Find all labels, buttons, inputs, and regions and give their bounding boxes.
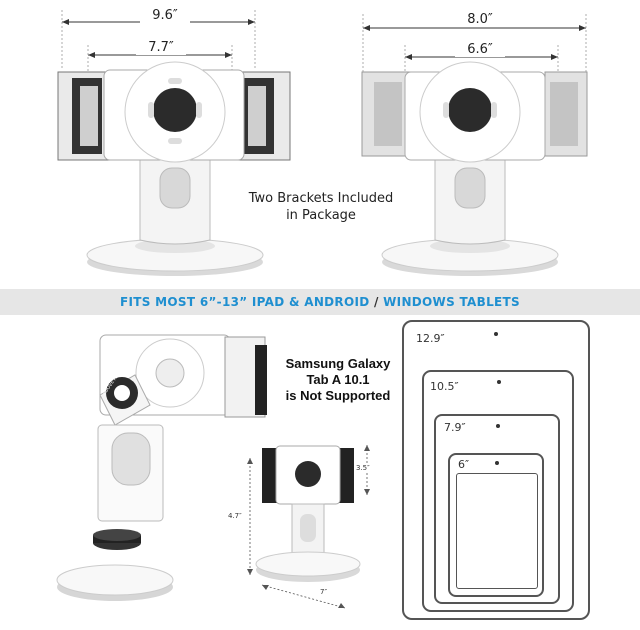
top-right-stand-illustration [361,14,588,276]
inner-width-label: 6.6″ [455,42,505,57]
compatibility-banner: FITS MOST 6”-13” IPAD & ANDROID / WINDOW… [0,289,640,315]
tablet-10-5-label: 10.5″ [430,380,459,393]
tablet-6 [448,453,544,597]
unsupported-device-note: Samsung Galaxy Tab A 10.1 is Not Support… [278,356,398,404]
tablet-6-label: 6″ [458,458,470,471]
top-left-product: 9.6″ 7.7″ [0,0,320,290]
brackets-caption-line-2: in Package [286,208,356,223]
outer-width-label: 8.0″ [455,12,505,27]
outer-width-label: 9.6″ [140,8,190,23]
camera-dot [496,424,500,428]
dimensioned-stand-illustration [247,445,370,609]
tablet-12-9-label: 12.9″ [416,332,445,345]
brackets-caption-line-1: Two Brackets Included [248,191,394,206]
camera-dot [497,380,501,384]
dimensioned-stand: 4.7″ 3.5″ 7″ [220,440,390,620]
camera-dot [494,332,498,336]
note-line-2: Tab A 10.1 [306,372,370,387]
banner-prefix: FITS MOST 6”-13” IPAD & ANDROID [120,295,370,309]
note-line-3: is Not Supported [285,388,391,403]
exploded-stand-illustration [56,334,267,601]
exploded-stand: ABOVETEK [40,325,290,625]
clamp-height-label: 3.5″ [356,464,370,472]
tablet-6-screen [456,473,538,589]
banner-suffix: WINDOWS TABLETS [383,295,520,309]
base-width-label: 7″ [320,588,328,596]
stand-height-label: 4.7″ [228,512,242,520]
inner-width-label: 7.7″ [136,40,186,55]
top-left-stand-illustration [57,10,291,276]
banner-separator: / [369,295,384,309]
brackets-caption: Two Brackets Included in Package [236,190,406,224]
top-right-product: 8.0″ 6.6″ [320,0,640,290]
note-line-1: Samsung Galaxy [285,356,391,371]
camera-dot [495,461,499,465]
tablet-7-9-label: 7.9″ [444,421,466,434]
tablet-size-comparison: 12.9″ 10.5″ 7.9″ 6″ [402,320,592,620]
